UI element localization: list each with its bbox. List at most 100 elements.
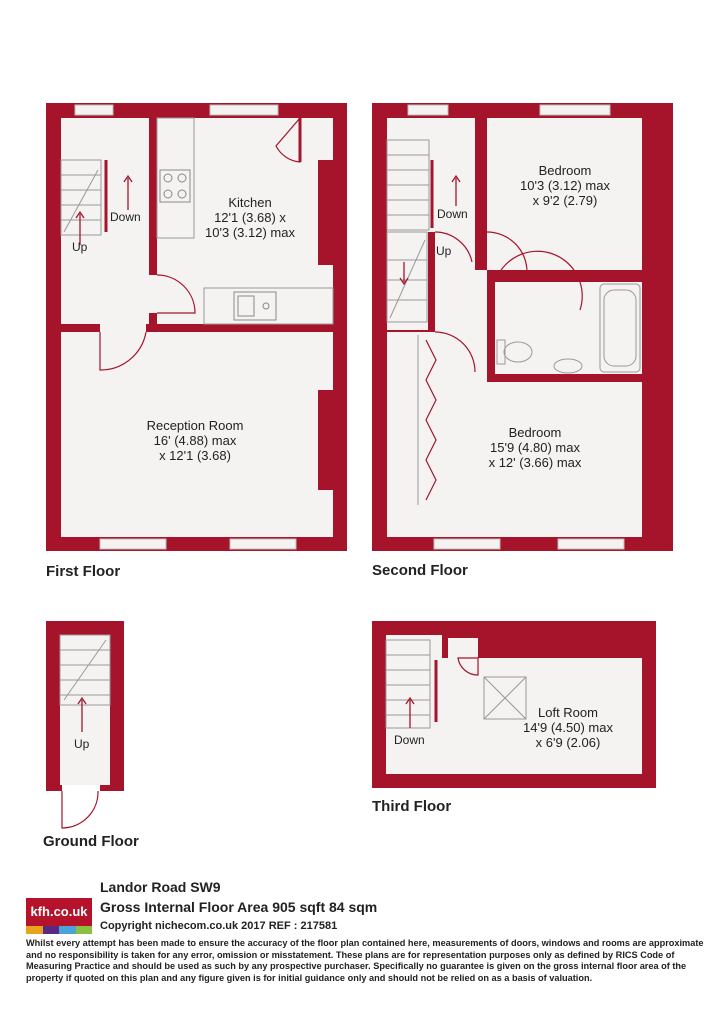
bathroom-wall [487, 374, 642, 382]
bath-inner [603, 289, 637, 367]
property-address: Landor Road SW9 [100, 879, 221, 895]
hob-ring [177, 189, 187, 199]
toilet-cistern [496, 339, 506, 365]
second-floor-plan [372, 103, 673, 551]
bathroom-wall [487, 270, 495, 382]
reception-dim2: x 12'1 (3.68) [159, 448, 231, 463]
window [433, 538, 501, 550]
door-swing [457, 657, 479, 676]
door-opening [100, 324, 146, 332]
first-floor-label: First Floor [46, 563, 121, 580]
wardrobe-doors [425, 339, 437, 501]
sink-bowl [237, 295, 255, 317]
copyright: Copyright nichecom.co.uk 2017 REF : 2175… [100, 920, 338, 932]
worktop [203, 287, 334, 325]
bedroom-small-label: Bedroom 10'3 (3.12) max x 9'2 (2.79) [500, 163, 630, 208]
kitchen-dim1: 12'1 (3.68) x [214, 210, 286, 225]
loft-dim1: 14'9 (4.50) max [523, 720, 613, 735]
bedroom-small-dim2: x 9'2 (2.79) [532, 193, 598, 208]
disclaimer: Whilst every attempt has been made to en… [26, 938, 704, 983]
loft-label: Loft Room 14'9 (4.50) max x 6'9 (2.06) [506, 705, 630, 750]
skylight-cross [483, 676, 527, 720]
reception-label: Reception Room 16' (4.88) max x 12'1 (3.… [120, 418, 270, 463]
logo-text: kfh.co.uk [26, 898, 92, 926]
loft-dim2: x 6'9 (2.06) [535, 735, 601, 750]
floor-area: Gross Internal Floor Area 905 sqft 84 sq… [100, 899, 378, 915]
window [539, 104, 611, 116]
door-swing [434, 331, 476, 373]
door-swing [61, 790, 99, 829]
hob-ring [177, 173, 187, 183]
window [74, 104, 114, 116]
stair-arrow [451, 174, 461, 206]
reception-floor [61, 332, 333, 537]
landing-lower [435, 270, 495, 332]
reception-name: Reception Room [146, 418, 244, 433]
basin [553, 358, 583, 374]
bedroom-small-floor [487, 118, 642, 270]
first-floor-up-label: Up [72, 240, 88, 254]
chimney-breast [318, 390, 336, 490]
bedroom-large-dim2: x 12' (3.66) max [488, 455, 582, 470]
door-swing [434, 231, 473, 263]
door-swing [486, 231, 528, 273]
bedroom-large-label: Bedroom 15'9 (4.80) max x 12' (3.66) max [460, 425, 610, 470]
window [99, 538, 167, 550]
logo-stripe [26, 926, 43, 934]
window [557, 538, 625, 550]
chimney-breast [318, 160, 336, 265]
third-floor-down-label: Down [394, 733, 425, 747]
skylight [483, 676, 527, 720]
hob [159, 169, 191, 203]
logo-stripe [75, 926, 92, 934]
bedroom-small-name: Bedroom [538, 163, 592, 178]
stair-arrow [399, 262, 409, 286]
bedroom-small-dim1: 10'3 (3.12) max [520, 178, 610, 193]
kitchen-dim2: 10'3 (3.12) max [205, 225, 295, 240]
third-floor-plan [372, 621, 656, 788]
bedroom-large-cut [435, 332, 487, 374]
logo-stripe [59, 926, 76, 934]
hob-ring [163, 189, 173, 199]
door-swing [494, 250, 583, 311]
second-floor-down-label: Down [437, 207, 468, 221]
stair-arrow [123, 174, 133, 210]
window [229, 538, 297, 550]
ground-floor-hall [60, 635, 110, 785]
bedroom-large-name: Bedroom [508, 425, 562, 440]
logo-stripe [42, 926, 59, 934]
door-swing [156, 274, 196, 314]
loft-room-cupboard [448, 638, 478, 658]
window [407, 104, 449, 116]
door-opening [149, 275, 157, 313]
ground-floor-plan [46, 621, 124, 829]
hob-ring [163, 173, 173, 183]
first-floor-down-label: Down [110, 210, 141, 224]
sink [233, 291, 277, 321]
kitchen-name: Kitchen [228, 195, 272, 210]
ground-floor-up-label: Up [74, 737, 90, 751]
second-floor-up-label: Up [436, 244, 452, 258]
third-floor-label: Third Floor [372, 798, 452, 815]
ground-floor-label: Ground Floor [43, 833, 139, 850]
chimney-breast [642, 380, 658, 490]
bath [599, 283, 641, 373]
ground-floor-door-gap [62, 785, 100, 793]
loft-name: Loft Room [538, 705, 598, 720]
bedroom-large-dim1: 15'9 (4.80) max [490, 440, 580, 455]
door-swing [99, 331, 147, 371]
stair-arrow [77, 696, 87, 732]
stairs [60, 159, 108, 236]
second-floor-label: Second Floor [372, 562, 468, 579]
kfh-logo: kfh.co.uk [26, 898, 92, 934]
landing-wall [428, 232, 435, 330]
landing-wall [475, 118, 487, 270]
worktop [156, 117, 195, 239]
stairs [59, 634, 111, 706]
kitchen-label: Kitchen 12'1 (3.68) x 10'3 (3.12) max [190, 195, 310, 240]
stair-arrow [405, 696, 415, 728]
bedroom-large-floor-extension [487, 374, 642, 537]
reception-dim1: 16' (4.88) max [153, 433, 237, 448]
sink-drain [262, 302, 270, 310]
